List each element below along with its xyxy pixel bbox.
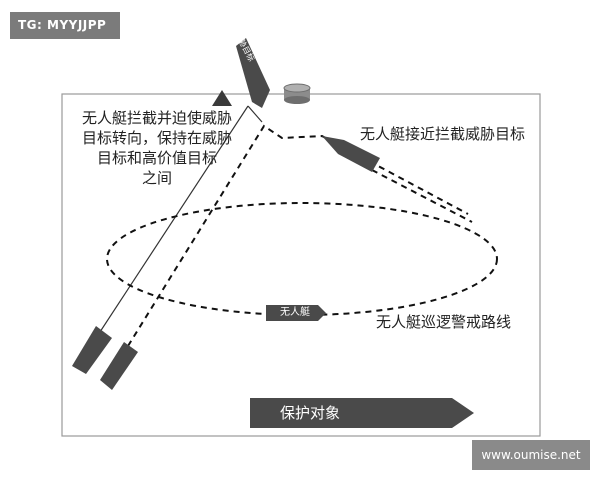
- patrol-to-intercept-path: [371, 169, 473, 223]
- patrol-boat-shape: [266, 305, 326, 321]
- intercept-description-label: 无人艇拦截并迫使威胁 目标转向，保持在威胁 目标和高价值目标 之间: [81, 109, 232, 187]
- protected-object-arrow: [250, 398, 474, 428]
- threat-vessel: [236, 38, 270, 108]
- patrol-boat-label: 无人艇: [280, 307, 310, 318]
- patrol-route-ellipse: [106, 202, 498, 316]
- threat-triangle-icon: [212, 90, 232, 106]
- watermark-bottom-right: www.oumise.net: [472, 440, 590, 470]
- threat-track-line: [95, 105, 249, 339]
- watermark-top-left: TG: MYYJJPP: [10, 12, 120, 39]
- intercept-boat-left: [72, 326, 112, 374]
- threat-track-line-top: [247, 105, 263, 123]
- protected-object-label: 保护对象: [280, 404, 341, 422]
- intercept-boat-right: [100, 342, 138, 390]
- approaching-boat: [322, 136, 380, 172]
- high-value-target-drum-icon: [283, 83, 311, 104]
- patrol-route-label: 无人艇巡逻警戒路线: [376, 313, 512, 331]
- approach-label: 无人艇接近拦截威胁目标: [360, 125, 526, 143]
